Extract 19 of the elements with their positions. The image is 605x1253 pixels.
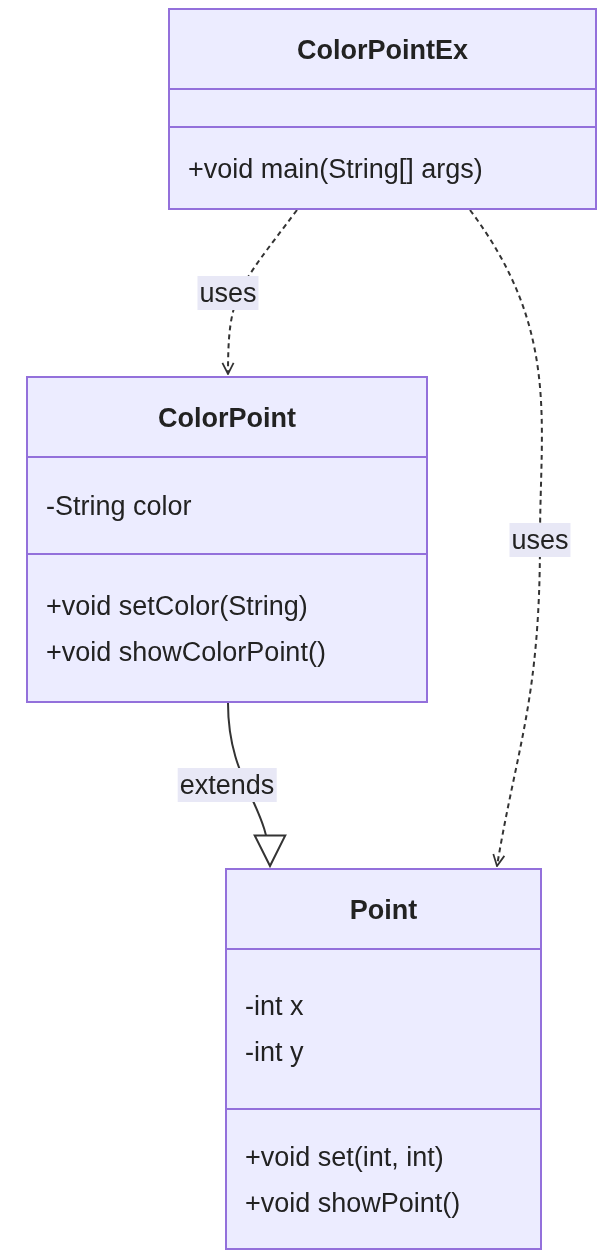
- edge-label: uses: [197, 276, 259, 310]
- class-name: ColorPointEx: [297, 33, 468, 67]
- class-box: [225, 868, 542, 1250]
- class-box: [26, 376, 428, 703]
- edge-label: uses: [509, 523, 571, 557]
- dependency-arrow: [469, 209, 543, 867]
- dependency-arrow: [221, 209, 298, 375]
- class-member: -int x: [245, 990, 305, 1023]
- class-member: -int y: [245, 1036, 305, 1069]
- class-member: +void main(String[] args): [188, 153, 484, 186]
- class-box: [168, 8, 597, 210]
- class-name: Point: [349, 893, 418, 927]
- class-member: +void showPoint(): [245, 1187, 462, 1220]
- class-member: -String color: [46, 489, 193, 523]
- class-name: ColorPoint: [158, 401, 296, 435]
- class-member: +void showColorPoint(): [46, 636, 327, 669]
- class-member: +void set(int, int): [245, 1141, 445, 1174]
- edge-label: extends: [177, 768, 277, 802]
- class-member: +void setColor(String): [46, 590, 309, 623]
